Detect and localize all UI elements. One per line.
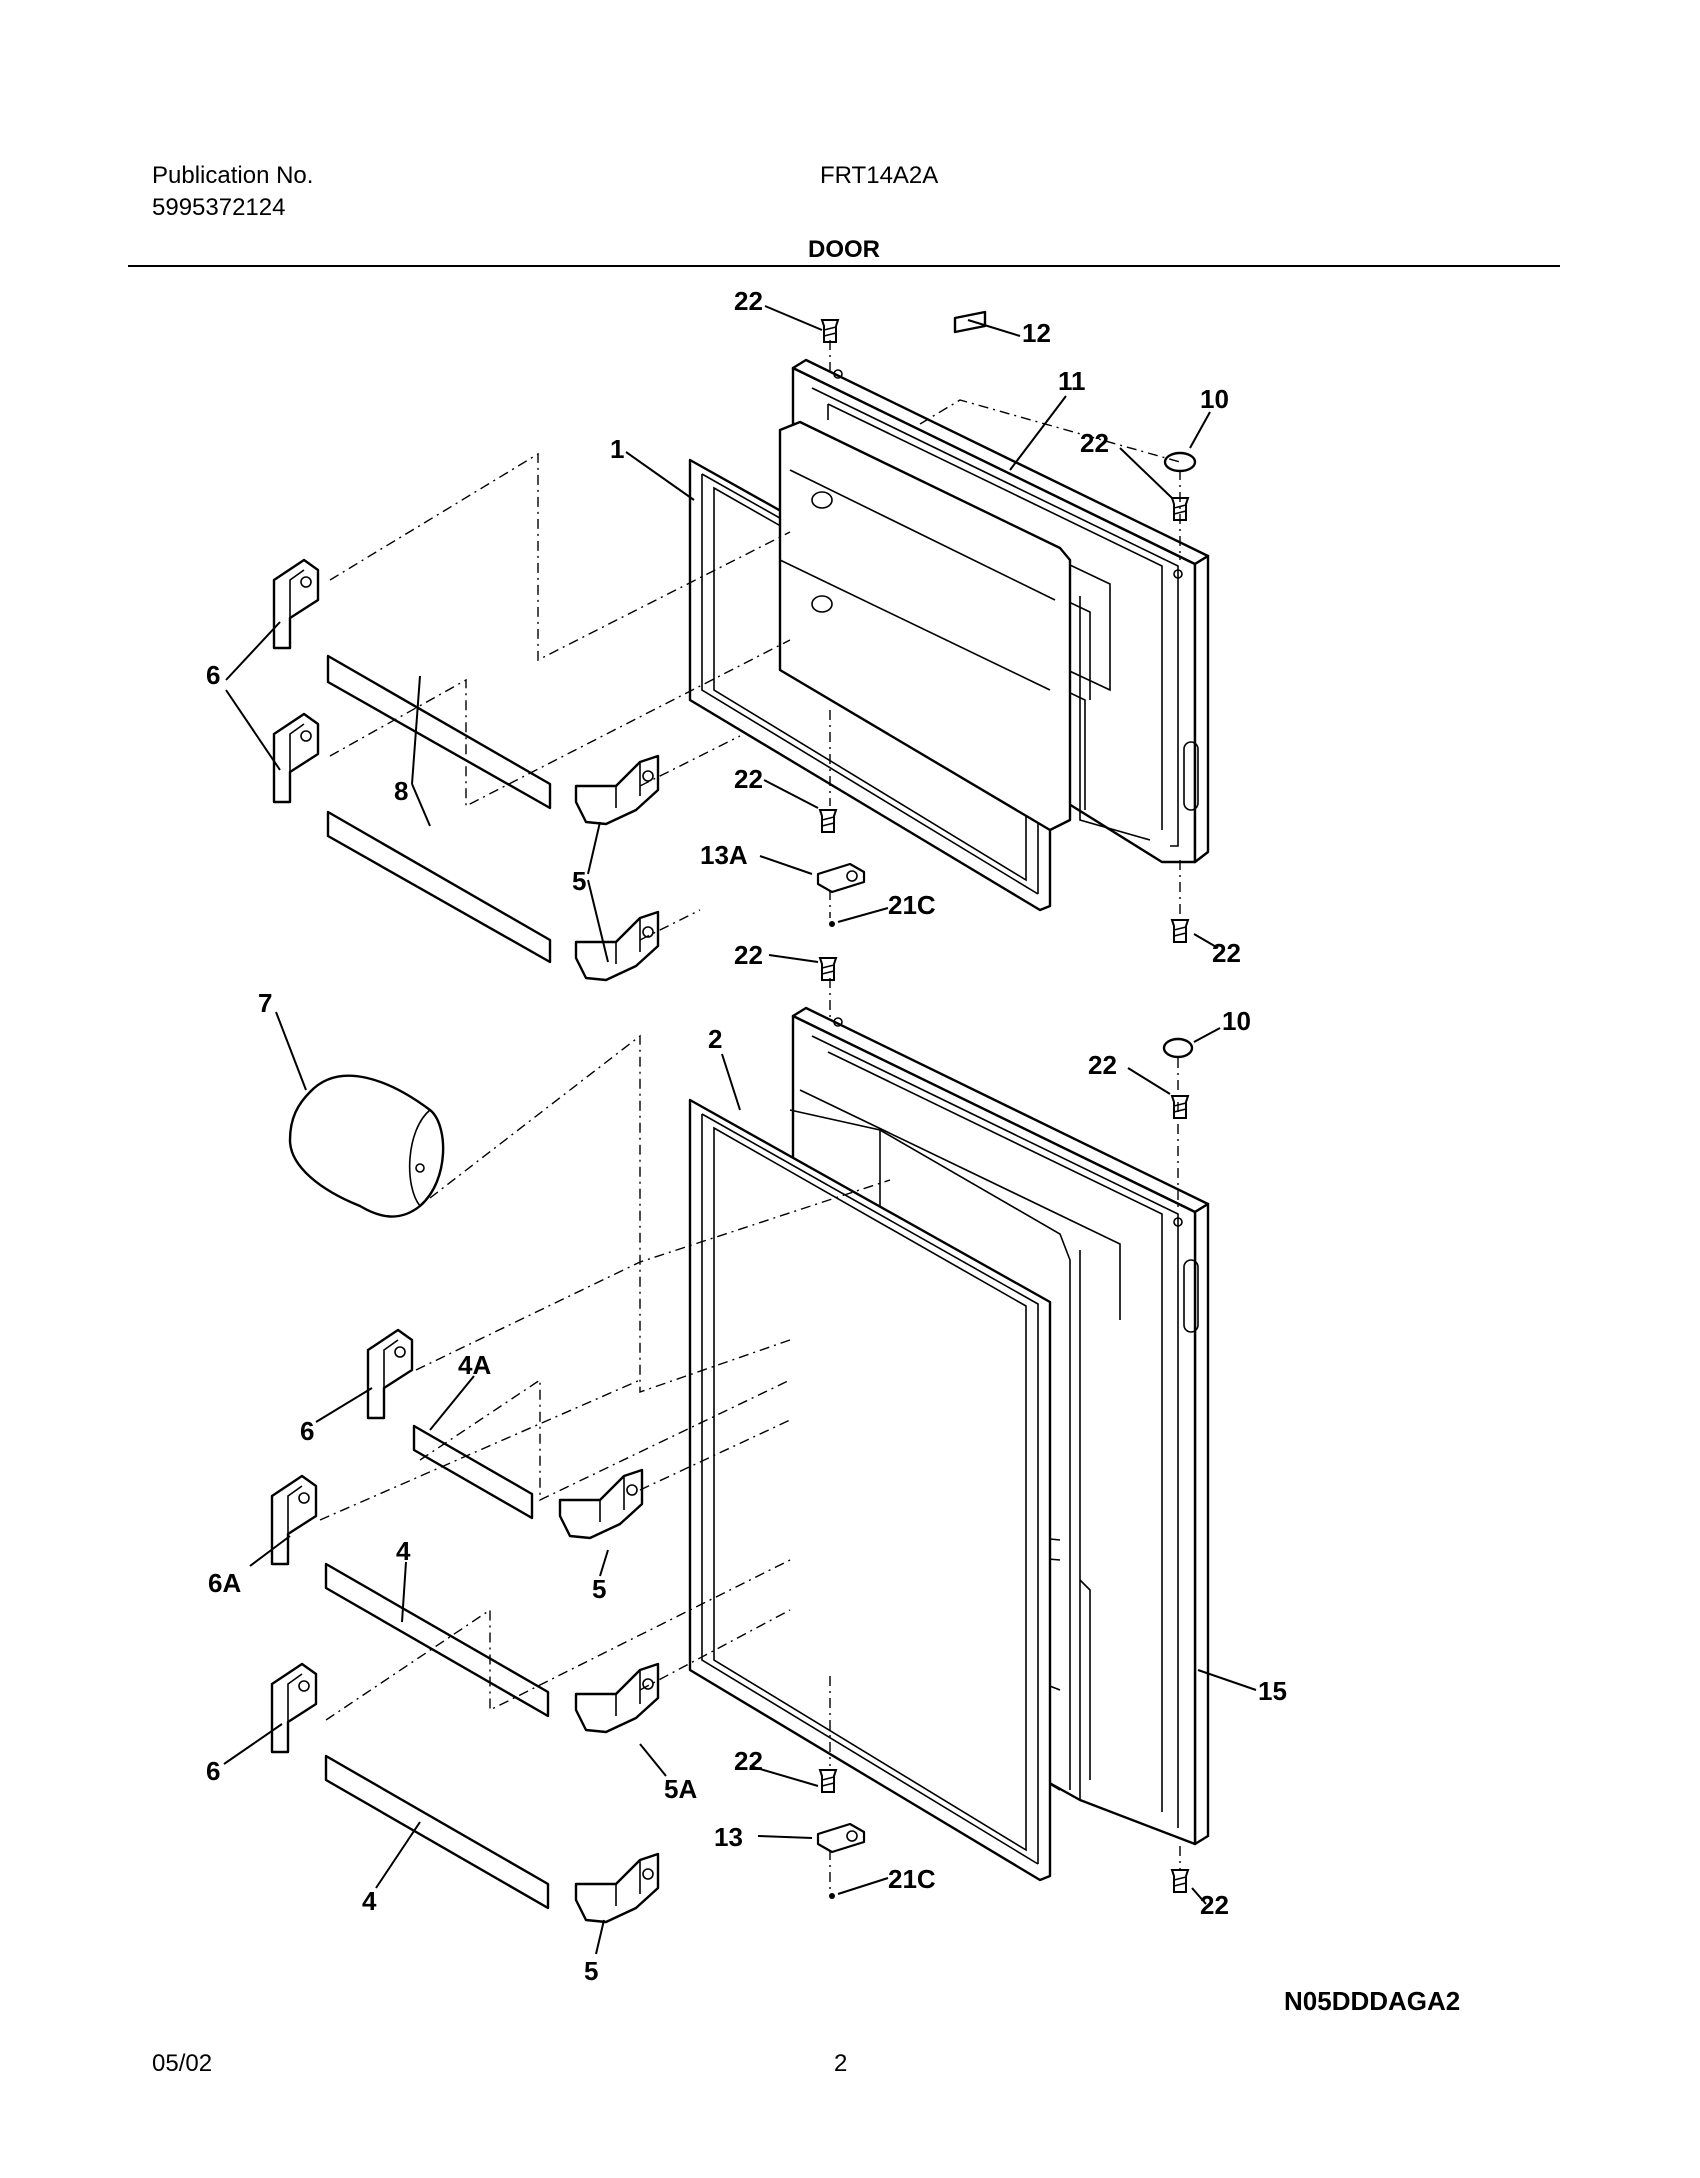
header-rule — [128, 265, 1560, 267]
callout-10: 10 — [1200, 384, 1229, 414]
callout-22: 22 — [734, 1746, 763, 1776]
footer-date: 05/02 — [152, 2050, 213, 2077]
footer-page-number: 2 — [834, 2050, 848, 2077]
shelf-bracket-left — [270, 1474, 318, 1566]
hinge-screw — [1171, 919, 1189, 943]
callout-8: 8 — [394, 776, 408, 806]
hole-plug — [1163, 451, 1197, 473]
callout-13a: 13A — [700, 840, 748, 870]
publication-label: Publication No. — [152, 162, 314, 189]
shelf-bracket-left — [270, 1662, 318, 1754]
dairy-door-cover — [288, 1074, 445, 1218]
door-stop-hinge — [816, 862, 866, 894]
callout-1: 1 — [610, 434, 624, 464]
callout-22: 22 — [1080, 428, 1109, 458]
callout-6: 6 — [300, 1416, 314, 1446]
callout-22: 22 — [1088, 1050, 1117, 1080]
hinge-screw — [819, 809, 837, 833]
callout-4: 4 — [362, 1886, 377, 1916]
callout-15: 15 — [1258, 1676, 1287, 1706]
door-label-part — [953, 310, 987, 334]
hole-plug — [1162, 1037, 1194, 1059]
rivet — [829, 1893, 835, 1899]
section-title: DOOR — [808, 236, 880, 263]
callout-22: 22 — [1200, 1890, 1229, 1920]
callout-21c: 21C — [888, 890, 936, 920]
callout-22: 22 — [734, 286, 763, 316]
shelf-bar — [324, 1754, 550, 1910]
callout-22: 22 — [734, 764, 763, 794]
shelf-bracket-right — [574, 1662, 660, 1734]
callout-4: 4 — [396, 1536, 411, 1566]
shelf-bar — [326, 810, 552, 964]
callout-11: 11 — [1058, 366, 1086, 396]
callout-4a: 4A — [458, 1350, 491, 1380]
shelf-bracket-right — [574, 1852, 660, 1924]
callout-5: 5 — [584, 1956, 598, 1986]
callout-2: 2 — [708, 1024, 722, 1054]
hinge-screw — [1171, 1869, 1189, 1893]
shelf-bracket-right — [574, 910, 660, 982]
callout-6: 6 — [206, 660, 220, 690]
callout-5a: 5A — [664, 1774, 697, 1804]
model-number: FRT14A2A — [820, 162, 939, 189]
door-stop-hinge — [816, 1822, 866, 1854]
shelf-bar — [324, 1562, 550, 1718]
hinge-screw — [821, 319, 839, 343]
shelf-bracket-right — [558, 1468, 644, 1540]
shelf-bar — [412, 1424, 534, 1520]
hinge-screw — [819, 1769, 837, 1793]
callout-22: 22 — [734, 940, 763, 970]
publication-number: 5995372124 — [152, 194, 286, 221]
shelf-bracket-left — [272, 558, 320, 650]
drawing-code: N05DDDAGA2 — [1284, 1986, 1461, 2016]
callout-21c: 21C — [888, 1864, 936, 1894]
callout-7: 7 — [258, 988, 272, 1018]
callout-5: 5 — [592, 1574, 606, 1604]
hinge-screw — [1171, 1095, 1189, 1119]
callout-10: 10 — [1222, 1006, 1251, 1036]
callout-13: 13 — [714, 1822, 743, 1852]
callout-6a: 6A — [208, 1568, 241, 1598]
callout-12: 12 — [1022, 318, 1051, 348]
freezer-door-liner — [778, 420, 1072, 832]
shelf-bracket-left — [366, 1328, 414, 1420]
leader-lines — [223, 305, 1257, 1955]
rivet — [829, 921, 835, 927]
callout-5: 5 — [572, 866, 586, 896]
fresh-food-door-gasket — [688, 1098, 1052, 1882]
callout-22: 22 — [1212, 938, 1241, 968]
hinge-screw — [819, 957, 837, 981]
shelf-bracket-left — [272, 712, 320, 804]
shelf-bracket-right — [574, 754, 660, 826]
shelf-bar — [326, 654, 552, 810]
callout-6: 6 — [206, 1756, 220, 1786]
